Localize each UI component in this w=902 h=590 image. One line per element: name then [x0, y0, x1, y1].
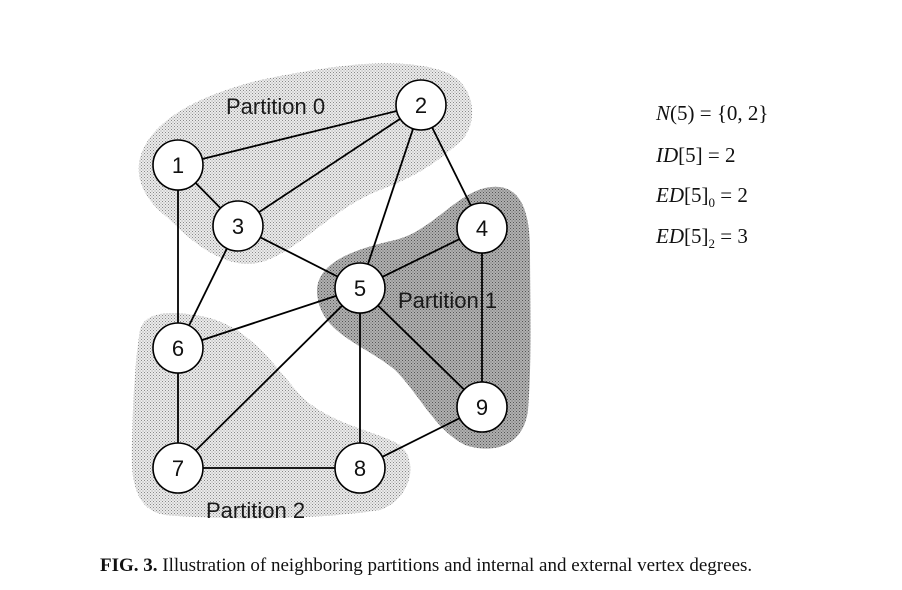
vertex-circle [456, 202, 508, 254]
vertex-label: 4 [476, 216, 488, 241]
formula-external-degree-0: ED[5]0 = 2 [656, 183, 748, 211]
vertex-circle [212, 200, 264, 252]
edge-5-6 [177, 287, 361, 349]
vertex-label: 6 [172, 336, 184, 361]
formula-symbol: ED [656, 224, 684, 248]
vertex-label: 9 [476, 395, 488, 420]
formula-index: [5] [684, 183, 709, 207]
formula-expression: = 3 [715, 224, 748, 248]
vertex-9: 9 [456, 381, 508, 433]
vertex-label: 5 [354, 276, 366, 301]
formula-internal-degree: ID[5] = 2 [656, 143, 736, 168]
vertex-2: 2 [395, 79, 447, 131]
edge-5-7 [177, 287, 361, 469]
vertex-label: 3 [232, 214, 244, 239]
formula-subscript: 2 [708, 236, 716, 252]
vertex-circle [152, 322, 204, 374]
edge-1-2 [177, 104, 422, 166]
caption-figure-number: FIG. 3. [100, 555, 158, 576]
vertex-5: 5 [334, 262, 386, 314]
formula-expression: [5] = 2 [678, 143, 736, 167]
vertex-circle [395, 79, 447, 131]
partition-1-label: Partition 1 [398, 288, 497, 313]
vertex-1: 1 [152, 139, 204, 191]
nodes-layer: 1 2 3 4 5 6 7 8 9 [152, 79, 508, 494]
partition-0-label: Partition 0 [226, 94, 325, 119]
vertex-circle [152, 139, 204, 191]
formula-symbol: ID [656, 143, 679, 167]
vertex-7: 7 [152, 442, 204, 494]
vertex-circle [456, 381, 508, 433]
formula-expression: (5) = {0, 2} [670, 101, 769, 125]
partition-2-label: Partition 2 [206, 498, 305, 523]
vertex-6: 6 [152, 322, 204, 374]
vertex-circle [152, 442, 204, 494]
vertex-3: 3 [212, 200, 264, 252]
vertex-circle [334, 262, 386, 314]
formula-external-degree-2: ED[5]2 = 3 [656, 224, 748, 252]
vertex-circle [334, 442, 386, 494]
formula-symbol: ED [656, 183, 684, 207]
edge-2-3 [237, 104, 422, 227]
vertex-4: 4 [456, 202, 508, 254]
formula-expression: = 2 [715, 183, 748, 207]
vertex-label: 1 [172, 153, 184, 178]
edge-5-9 [359, 287, 483, 408]
formula-subscript: 0 [708, 195, 716, 211]
figure-caption: FIG. 3. Illustration of neighboring part… [100, 555, 880, 577]
formula-symbol: N [656, 101, 671, 125]
vertex-label: 8 [354, 456, 366, 481]
edge-2-5 [359, 104, 422, 289]
vertex-label: 7 [172, 456, 184, 481]
vertex-label: 2 [415, 93, 427, 118]
formula-index: [5] [684, 224, 709, 248]
vertex-8: 8 [334, 442, 386, 494]
caption-text: Illustration of neighboring partitions a… [157, 555, 753, 576]
formula-neighbors: N(5) = {0, 2} [656, 101, 769, 126]
